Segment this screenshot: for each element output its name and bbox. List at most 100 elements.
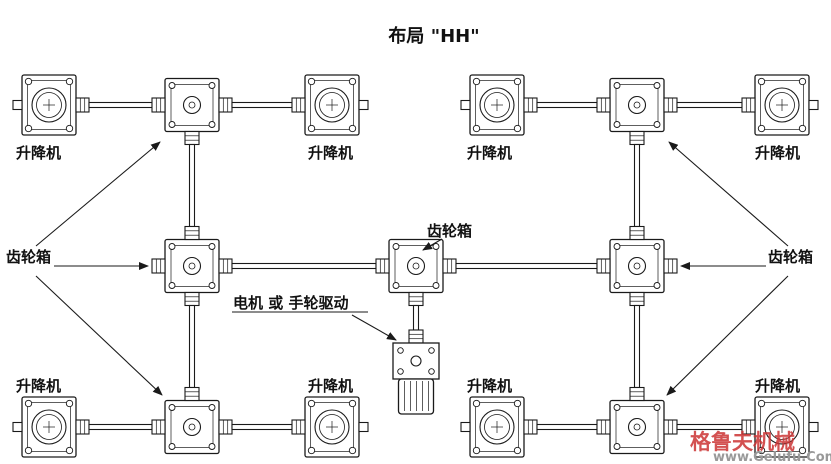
lifter-label-top-right-outer: 升降机 bbox=[755, 144, 800, 162]
shaft bbox=[536, 423, 598, 431]
shaft-coupling bbox=[218, 258, 233, 274]
gearbox-bottom-left bbox=[164, 399, 220, 455]
callout-arrows bbox=[35, 141, 789, 396]
shaft-end-stub bbox=[460, 421, 471, 433]
shaft-coupling bbox=[523, 419, 538, 435]
flange-bolt bbox=[428, 368, 435, 375]
lifter-top-right-inner bbox=[469, 74, 525, 136]
shafts-top-row bbox=[75, 97, 756, 113]
gearbox-bottom-right bbox=[609, 399, 665, 455]
shaft-coupling bbox=[184, 291, 200, 307]
watermark-url: www.Gelufu.Com bbox=[713, 450, 831, 464]
shaft-coupling bbox=[629, 130, 645, 146]
shaft-end-stub bbox=[460, 99, 471, 111]
shafts-bottom-row bbox=[75, 419, 756, 435]
shaft-coupling bbox=[151, 97, 166, 113]
shaft bbox=[88, 423, 153, 431]
shaft bbox=[676, 423, 743, 431]
arrow-right-to-top-gearbox bbox=[668, 141, 789, 247]
gearbox-middle-right bbox=[609, 238, 665, 294]
shaft-coupling bbox=[291, 97, 306, 113]
gearbox-middle-center bbox=[388, 238, 444, 294]
shaft-end-stub bbox=[358, 99, 369, 111]
lifter-label-bottom-right-inner: 升降机 bbox=[467, 377, 512, 395]
shaft-coupling bbox=[629, 225, 645, 241]
shaft-end-stub bbox=[808, 421, 819, 433]
shaft-coupling bbox=[663, 97, 678, 113]
shaft bbox=[188, 143, 196, 228]
flange-bolt bbox=[397, 347, 404, 354]
shaft-coupling bbox=[75, 97, 90, 113]
shaft bbox=[231, 262, 377, 270]
shaft-coupling bbox=[184, 225, 200, 241]
shaft bbox=[188, 304, 196, 389]
shaft-coupling bbox=[184, 386, 200, 402]
shaft-coupling bbox=[151, 419, 166, 435]
shaft bbox=[536, 101, 598, 109]
arrow-left-to-bottom-gearbox bbox=[35, 275, 163, 396]
shaft-coupling bbox=[663, 419, 678, 435]
shaft-coupling bbox=[184, 130, 200, 146]
lifter-label-bottom-left-inner: 升降机 bbox=[308, 377, 353, 395]
shaft-coupling bbox=[629, 291, 645, 307]
shaft-coupling bbox=[75, 419, 90, 435]
arrow-right-to-bottom-gearbox bbox=[666, 275, 789, 396]
motor-drive-assembly bbox=[392, 291, 440, 415]
arrow-left-to-top-gearbox bbox=[35, 141, 161, 247]
gearbox-top-right bbox=[609, 77, 665, 133]
shaft bbox=[633, 143, 641, 228]
lifter-bottom-left-inner bbox=[304, 396, 360, 458]
gearbox-label-center: 齿轮箱 bbox=[427, 222, 472, 240]
flange-bolt bbox=[428, 347, 435, 354]
shafts-middle-row bbox=[151, 258, 678, 274]
shaft-coupling bbox=[408, 291, 424, 307]
labels: 升降机 升降机 升降机 升降机 升降机 升降机 升降机 升降机 齿轮箱 齿轮箱 … bbox=[6, 144, 813, 395]
gearbox-top-left bbox=[164, 77, 220, 133]
shaft-end-stub bbox=[12, 99, 23, 111]
shaft-coupling bbox=[523, 97, 538, 113]
shaft bbox=[231, 423, 293, 431]
gearbox-label-left: 齿轮箱 bbox=[6, 248, 51, 266]
shaft-coupling bbox=[218, 419, 233, 435]
shaft-coupling bbox=[741, 97, 756, 113]
drive-label: 电机 或 手轮驱动 bbox=[233, 294, 348, 312]
shaft bbox=[633, 304, 641, 389]
shaft-coupling bbox=[442, 258, 457, 274]
shafts-vertical bbox=[184, 130, 645, 402]
lifter-top-left-outer bbox=[21, 74, 77, 136]
flange-center bbox=[410, 355, 422, 367]
motor-body bbox=[397, 378, 435, 415]
lifter-label-top-left-inner: 升降机 bbox=[308, 144, 353, 162]
shaft bbox=[88, 101, 153, 109]
shaft-coupling bbox=[218, 97, 233, 113]
shaft-coupling bbox=[596, 97, 611, 113]
diagram-title: 布局 "HH" bbox=[388, 25, 479, 47]
shaft bbox=[412, 304, 420, 331]
lifter-label-bottom-left-outer: 升降机 bbox=[16, 377, 61, 395]
lifter-label-top-right-inner: 升降机 bbox=[467, 144, 512, 162]
flange-bolt bbox=[397, 368, 404, 375]
shaft bbox=[455, 262, 598, 270]
shaft-coupling bbox=[629, 386, 645, 402]
shaft-coupling bbox=[151, 258, 166, 274]
lifter-top-right-outer bbox=[754, 74, 810, 136]
arrow-drive-to-motor bbox=[351, 314, 397, 341]
shaft-coupling bbox=[291, 419, 306, 435]
gearbox-label-right: 齿轮箱 bbox=[768, 248, 813, 266]
lifter-bottom-left-outer bbox=[21, 396, 77, 458]
lifter-top-left-inner bbox=[304, 74, 360, 136]
lifter-label-top-left-outer: 升降机 bbox=[16, 144, 61, 162]
shaft-coupling bbox=[375, 258, 390, 274]
shaft bbox=[676, 101, 743, 109]
shaft-end-stub bbox=[808, 99, 819, 111]
shaft-coupling bbox=[596, 419, 611, 435]
lifter-bottom-right-inner bbox=[469, 396, 525, 458]
watermark: 格鲁夫机械 www.Gelufu.Com bbox=[690, 430, 831, 464]
shaft bbox=[231, 101, 293, 109]
shaft-end-stub bbox=[12, 421, 23, 433]
lifter-label-bottom-right-outer: 升降机 bbox=[755, 377, 800, 395]
arrow-center-to-gearbox bbox=[422, 238, 443, 251]
shaft-coupling bbox=[408, 329, 424, 344]
